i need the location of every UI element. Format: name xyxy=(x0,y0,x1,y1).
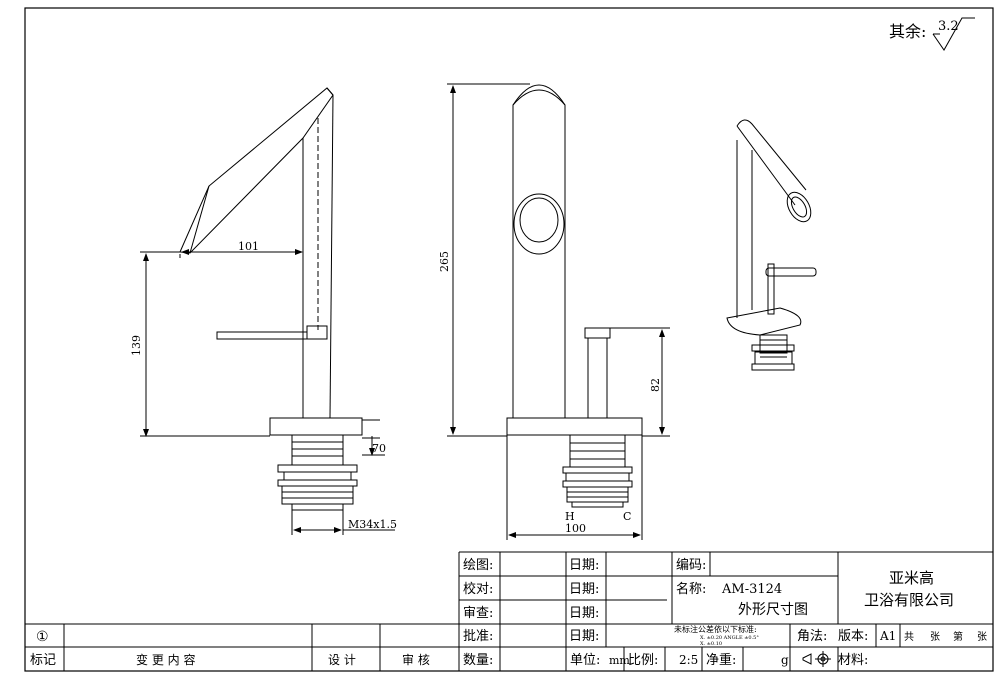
tb-reviewed: 审查: xyxy=(463,606,493,621)
tb-version-label: 版本: xyxy=(838,629,868,644)
isometric-view xyxy=(726,119,817,371)
tb-date2: 日期: xyxy=(569,582,599,597)
rev-col-mark: 标记 xyxy=(30,653,56,668)
tb-sheets-total: 共 xyxy=(904,631,914,643)
tb-tolerance-note: 未标注公差依以下标准: xyxy=(674,624,757,634)
tb-net-weight-label: 净重: xyxy=(706,652,736,668)
label-cold: C xyxy=(623,510,631,523)
label-hot: H xyxy=(565,510,575,523)
tb-version-value: A1 xyxy=(879,629,896,643)
tb-name-label: 名称: xyxy=(676,581,706,597)
tb-scale-label: 比例: xyxy=(628,653,658,668)
tb-approved: 批准: xyxy=(463,629,493,644)
roughness-value: 3.2 xyxy=(938,19,959,34)
tb-date3: 日期: xyxy=(569,606,599,621)
tb-name-value: AM-3124 xyxy=(721,582,782,597)
rev-number: ① xyxy=(36,629,49,645)
front-view xyxy=(447,83,670,540)
tb-code-label: 编码: xyxy=(676,558,706,573)
tb-net-weight-unit: g xyxy=(781,653,789,667)
title-block-lines xyxy=(25,551,993,671)
tb-checked: 校对: xyxy=(463,581,493,597)
tb-unit-value: mm xyxy=(609,654,630,667)
side-view xyxy=(140,87,395,535)
dim-82: 82 xyxy=(649,378,662,392)
tb-tolerance-row1: X. ±0.20 ANGLE ±0.5° xyxy=(700,635,759,641)
rev-col-review: 审 核 xyxy=(402,652,430,667)
dim-139: 139 xyxy=(130,335,143,356)
tb-company-line2: 卫浴有限公司 xyxy=(864,591,954,609)
roughness-label: 其余: xyxy=(889,22,926,41)
tb-date4: 日期: xyxy=(569,629,599,644)
tb-tolerance-row2: X. ±0.10 xyxy=(700,641,722,647)
dim-thread: M34x1.5 xyxy=(348,518,397,531)
dim-101: 101 xyxy=(238,240,259,253)
drawing-border xyxy=(24,7,994,672)
tb-date1: 日期: xyxy=(569,558,599,573)
tb-unit-label: 单位: xyxy=(570,653,600,668)
tb-scale-value: 2:5 xyxy=(679,653,698,667)
tb-sheet-unit2: 张 xyxy=(977,631,987,643)
tb-sheets-unit: 张 xyxy=(930,631,940,643)
tb-drawing-name: 外形尺寸图 xyxy=(738,602,808,618)
tb-company-line1: 亚米高 xyxy=(889,569,934,587)
tb-sheet-no: 第 xyxy=(953,630,963,643)
tb-quantity: 数量: xyxy=(463,653,493,668)
rev-col-design: 设 计 xyxy=(328,653,356,667)
dim-100: 100 xyxy=(565,522,586,535)
dim-265: 265 xyxy=(438,251,451,272)
rev-col-change: 变 更 内 容 xyxy=(136,652,195,667)
tb-material-label: 材料: xyxy=(838,653,868,668)
roughness-symbol xyxy=(932,17,975,51)
tb-drawn: 绘图: xyxy=(463,558,493,573)
dim-70: 70 xyxy=(372,442,386,455)
tb-angle-label: 角法: xyxy=(797,629,827,644)
